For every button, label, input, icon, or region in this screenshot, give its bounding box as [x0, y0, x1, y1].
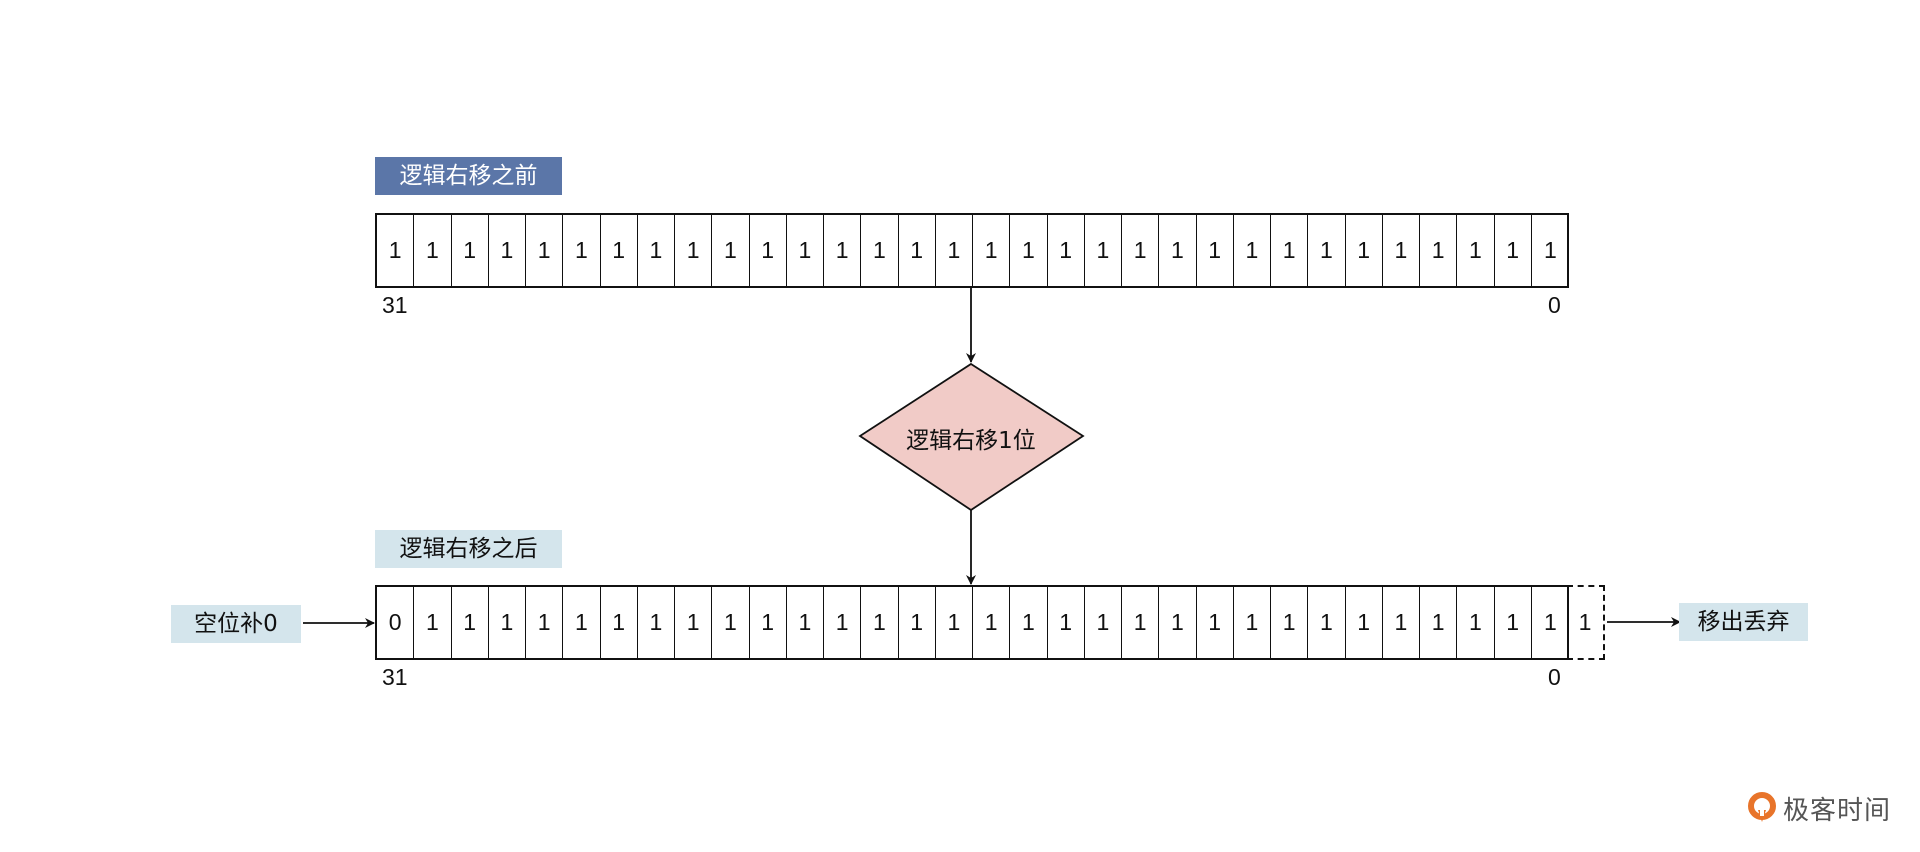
- bit-cell: 1: [1271, 215, 1309, 286]
- bit-cell: 1: [1383, 215, 1420, 286]
- bit-cell: 1: [936, 215, 973, 286]
- bit-cell: 1: [1420, 587, 1458, 658]
- bit-cell: 1: [563, 587, 601, 658]
- fill-zero-label: 空位补0: [171, 605, 301, 643]
- discard-label: 移出丢弃: [1679, 603, 1808, 641]
- bit-cell: 1: [824, 215, 862, 286]
- bit-cell: 1: [936, 587, 973, 658]
- bit-cell: 1: [489, 587, 526, 658]
- brand-name: 极客时间: [1783, 796, 1892, 826]
- bit-cell: 1: [1122, 587, 1160, 658]
- bit-cell: 1: [1495, 587, 1532, 658]
- bit-cell: 1: [638, 215, 675, 286]
- bit-cell: 0: [377, 587, 415, 658]
- bit-cell: 1: [489, 215, 526, 286]
- bit-cell: 1: [452, 215, 489, 286]
- geektime-logo-icon: [1748, 791, 1776, 822]
- bit-cell: 1: [1085, 215, 1122, 286]
- bit-cell: 1: [787, 587, 824, 658]
- bit-cell: 1: [1234, 215, 1271, 286]
- bit-cell: 1: [638, 587, 675, 658]
- bit-cell: 1: [750, 215, 787, 286]
- bit-cell: 1: [1346, 215, 1383, 286]
- bit-cell: 1: [1346, 587, 1383, 658]
- bit-cell: 1: [526, 587, 564, 658]
- msb-index-before: 31: [382, 292, 408, 318]
- bit-cell: 1: [377, 215, 415, 286]
- bit-cell: 1: [899, 215, 936, 286]
- bit-cell: 1: [1010, 587, 1048, 658]
- shifted-out-bit: 1: [1567, 585, 1605, 660]
- bit-cell: 1: [675, 587, 713, 658]
- bit-cell: 1: [563, 215, 601, 286]
- bit-cell: 1: [452, 587, 489, 658]
- bit-cell: 1: [1197, 587, 1234, 658]
- bit-cell: 1: [1197, 215, 1234, 286]
- bit-cell: 1: [1383, 587, 1420, 658]
- bit-cell: 1: [1308, 215, 1346, 286]
- bit-cell: 1: [601, 215, 638, 286]
- bit-cell: 1: [675, 215, 713, 286]
- after-shift-title: 逻辑右移之后: [375, 530, 562, 568]
- bit-cell: 1: [1420, 215, 1458, 286]
- lsb-index-after: 0: [1548, 664, 1561, 690]
- before-shift-title: 逻辑右移之前: [375, 157, 562, 195]
- bit-cell: 1: [1495, 215, 1532, 286]
- bit-cell: 1: [1308, 587, 1346, 658]
- bit-cell: 1: [414, 587, 452, 658]
- bit-cell: 1: [1457, 215, 1495, 286]
- bit-cell: 1: [787, 215, 824, 286]
- bit-cell: 1: [973, 587, 1011, 658]
- bit-cell: 1: [861, 215, 899, 286]
- bit-cell: 1: [526, 215, 564, 286]
- lsb-index-before: 0: [1548, 292, 1561, 318]
- bit-cell: 1: [899, 587, 936, 658]
- bit-cell: 1: [750, 587, 787, 658]
- bit-cell: 1: [1543, 237, 1557, 263]
- bit-cell: 1: [1543, 609, 1557, 635]
- bit-cell: 1: [712, 587, 750, 658]
- bit-cell: 1: [712, 215, 750, 286]
- bit-cell: 1: [1271, 587, 1309, 658]
- bit-cell: 1: [861, 587, 899, 658]
- msb-index-after: 31: [382, 664, 408, 690]
- brand-watermark: 极客时间: [1747, 790, 1891, 827]
- bit-cell: 1: [973, 215, 1011, 286]
- bit-cell: 1: [414, 215, 452, 286]
- bit-cell: 1: [601, 587, 638, 658]
- bit-cell: 1: [1159, 587, 1197, 658]
- bit-cell: 1: [1048, 215, 1085, 286]
- bit-cell: 1: [1159, 215, 1197, 286]
- bit-cell: 1: [1234, 587, 1271, 658]
- bit-cell: 1: [1457, 587, 1495, 658]
- bit-cell: 1: [1048, 587, 1085, 658]
- bit-cell: 1: [1010, 215, 1048, 286]
- bit-cell: 1: [1085, 587, 1122, 658]
- operation-label: 逻辑右移1位: [906, 428, 1036, 454]
- bit-cell: 1: [824, 587, 862, 658]
- bit-cell: 1: [1122, 215, 1160, 286]
